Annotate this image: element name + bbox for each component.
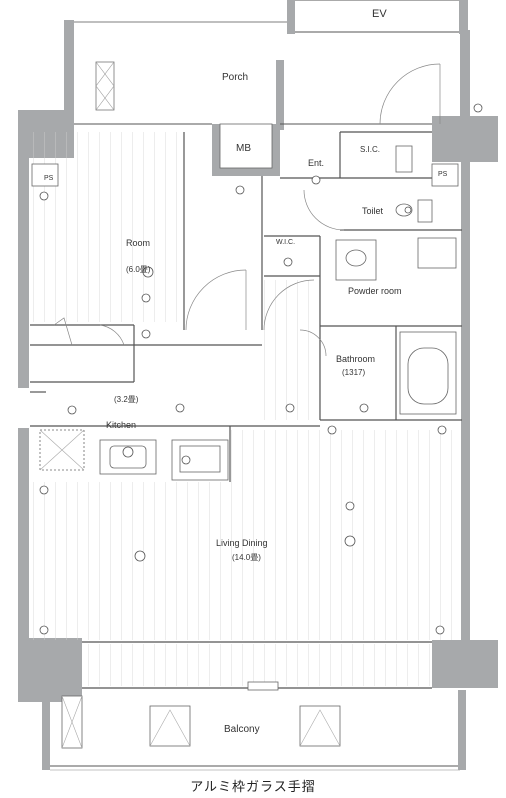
kitchen-label: Kitchen bbox=[106, 420, 136, 430]
balcony-label: Balcony bbox=[224, 724, 260, 735]
bath-size: (1317) bbox=[342, 368, 365, 377]
living-label: Living Dining bbox=[216, 538, 268, 548]
wic-label: W.I.C. bbox=[276, 239, 295, 246]
kitchen-size: (3.2畳) bbox=[114, 395, 139, 404]
electrical-symbols bbox=[39, 103, 483, 635]
toilet-label: Toilet bbox=[362, 206, 384, 216]
walls bbox=[18, 20, 498, 770]
flooring bbox=[30, 132, 461, 686]
door-swings bbox=[53, 189, 345, 357]
powder-label: Powder room bbox=[348, 286, 402, 296]
bath-label: Bathroom bbox=[336, 354, 375, 364]
sic-label: S.I.C. bbox=[360, 145, 380, 154]
mb-label: MB bbox=[236, 143, 251, 154]
room-size: (6.0畳) bbox=[126, 265, 151, 274]
mb-box bbox=[219, 123, 273, 169]
porch-label: Porch bbox=[222, 72, 248, 83]
ps-left-label: PS bbox=[44, 175, 54, 182]
elevator-shaft: EV bbox=[287, 0, 468, 34]
handrail-caption: アルミ枠ガラス手摺 bbox=[190, 780, 316, 795]
room-labels: PS PS Ent. S.I.C. Toilet Room (6.0畳) W.I… bbox=[44, 145, 448, 735]
fixture-crosses bbox=[39, 429, 341, 749]
partitions bbox=[30, 131, 462, 689]
porch: Porch bbox=[74, 21, 441, 125]
room-label: Room bbox=[126, 238, 150, 248]
living-size: (14.0畳) bbox=[232, 553, 261, 562]
balcony bbox=[50, 681, 466, 771]
ps-right-label: PS bbox=[438, 171, 448, 178]
ev-label: EV bbox=[372, 8, 387, 20]
ent-label: Ent. bbox=[308, 158, 324, 168]
